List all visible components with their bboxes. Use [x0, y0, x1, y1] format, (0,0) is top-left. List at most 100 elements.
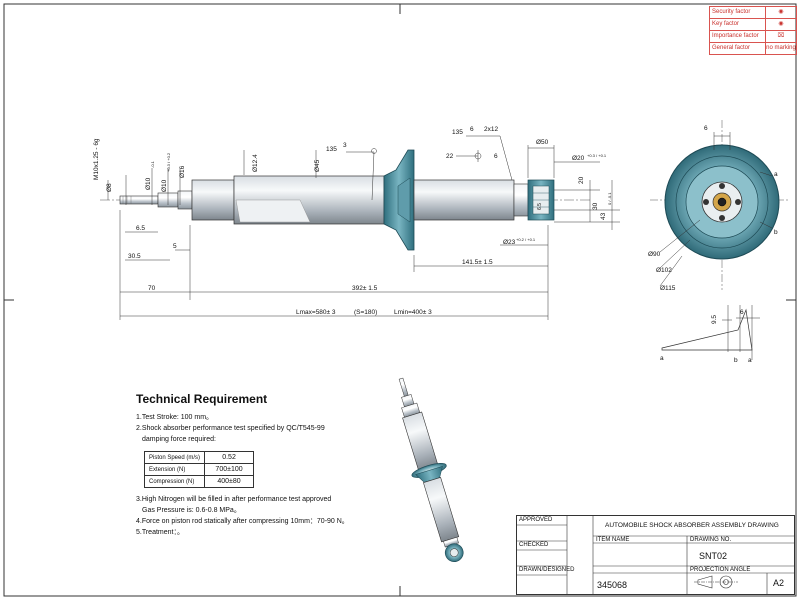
- detail-dim-95: 9.5: [711, 315, 718, 324]
- legend-row: Key factor ◉: [710, 19, 796, 31]
- cross-box-icon: ⌧: [777, 33, 785, 39]
- dim-d10b: Ø10: [161, 179, 168, 192]
- dim-lmax: Lmax=580± 3: [296, 309, 336, 316]
- sheet-border: [3, 3, 797, 597]
- title-block-grid: [517, 516, 794, 594]
- legend-label: Importance factor: [710, 31, 766, 42]
- symbol-6: 6: [470, 126, 474, 133]
- drawing-no-value: SNT02: [699, 551, 728, 561]
- dim-lmin: Lmin=400± 3: [394, 309, 432, 316]
- damping-table: Piston Speed (m/s) 0.52 Extension (N) 70…: [143, 451, 255, 488]
- detail-label-a2: a: [748, 357, 752, 364]
- legend-label: Key factor: [710, 19, 766, 30]
- detail-label-a1: a: [660, 355, 664, 362]
- dim-d45: Ø45: [314, 159, 321, 172]
- end-view: 6 a b Ø90 Ø102 Ø115: [648, 120, 790, 292]
- symbol-135a: 135: [326, 146, 337, 153]
- dim-d10: Ø10: [145, 177, 152, 190]
- table-row: Extension (N) 700±100: [143, 463, 255, 476]
- drawn-label: DRAWN/DESIGNED: [519, 567, 575, 573]
- dim-1415: 141.5± 1.5: [462, 259, 493, 266]
- no-marking-text: no marking: [766, 45, 796, 51]
- dim-d20: Ø20: [572, 155, 585, 162]
- dimension-lines: [107, 135, 620, 320]
- table-row: Piston Speed (m/s) 0.52: [143, 451, 255, 464]
- tech-line-2b: damping force required:: [142, 436, 216, 443]
- checked-label: CHECKED: [519, 542, 549, 548]
- seal-icon: ◉: [778, 9, 784, 15]
- weld-detail: 9.5 6 a b a: [660, 305, 760, 364]
- dimension-labels: M10x1.25 - 6g Ø8 Ø10 -0.1 Ø10 +0.3 / +0.…: [93, 126, 612, 316]
- side-view: [100, 149, 590, 251]
- symbol-3: 3: [343, 142, 347, 149]
- dim-65: 6.5: [136, 225, 145, 232]
- detail-label-b: b: [734, 357, 738, 364]
- dim-d23: Ø23: [503, 239, 516, 246]
- legend-row: Security factor ◉: [710, 7, 796, 19]
- legend-row: General factor no marking: [710, 43, 796, 54]
- seal-icon: ◉: [778, 21, 784, 27]
- part-number: 345068: [597, 580, 628, 590]
- dim-stroke: (S=180): [354, 309, 377, 316]
- detail-dim-6: 6: [740, 309, 744, 316]
- tech-line-5: 5.Treatment：。: [136, 529, 184, 536]
- legend-label: General factor: [710, 43, 766, 54]
- legend-row: Importance factor ⌧: [710, 31, 796, 43]
- table-cell-label: Piston Speed (m/s): [143, 451, 206, 464]
- table-cell-value: 0.52: [204, 451, 255, 464]
- projection-label: PROJECTION ANGLE: [690, 567, 751, 573]
- table-cell-value: 700±100: [204, 463, 255, 476]
- tech-title: Technical Requirement: [136, 392, 268, 406]
- technical-requirement: Technical Requirement 1.Test Stroke: 100…: [136, 392, 366, 538]
- dim-70: 70: [148, 285, 156, 292]
- tech-line-3: 3.High Nitrogen will be filled in after …: [136, 496, 332, 503]
- symbol-22: 22: [446, 153, 454, 160]
- thread-label: M10x1.25 - 6g: [93, 138, 100, 180]
- tech-line-1: 1.Test Stroke: 100 mm。: [136, 414, 214, 421]
- drawing-title: AUTOMOBILE SHOCK ABSORBER ASSEMBLY DRAWI…: [605, 522, 779, 529]
- end-dim-d102: Ø102: [656, 267, 672, 274]
- end-label-b: b: [774, 229, 778, 236]
- dim-d16: Ø16: [179, 165, 186, 178]
- title-block: APPROVED CHECKED DRAWN/DESIGNED AUTOMOBI…: [516, 515, 795, 595]
- dim-d8: Ø8: [106, 183, 113, 192]
- dim-d10b-tol: +0.3 / +0.2: [166, 152, 171, 172]
- legend-label: Security factor: [710, 7, 766, 18]
- symbol-135b: 135: [452, 129, 463, 136]
- end-label-a: a: [774, 171, 778, 178]
- dim-392: 392± 1.5: [352, 285, 378, 292]
- item-name-label: ITEM NAME: [596, 537, 630, 543]
- tech-line-3b: Gas Pressure is: 0.6-0.8 MPa。: [142, 507, 241, 514]
- dim-d23-tol: +0.2 / +0.1: [516, 237, 536, 242]
- factor-legend: Security factor ◉ Key factor ◉ Importanc…: [709, 6, 797, 55]
- dim-30: 30: [592, 202, 599, 210]
- end-dim-6: 6: [704, 125, 708, 132]
- dim-43-tol: 0 / -0.1: [607, 192, 612, 205]
- dim-305: 30.5: [128, 253, 141, 260]
- dim-65-bracket: 6.5: [537, 203, 543, 210]
- dim-43: 43: [600, 212, 607, 220]
- dim-20: 20: [578, 176, 585, 184]
- dim-d20-tol: +0.3 / +0.1: [587, 153, 607, 158]
- tech-line-2: 2.Shock absorber performance test specif…: [136, 425, 325, 432]
- symbol-2x12: 2x12: [484, 126, 498, 133]
- table-cell-label: Extension (N): [143, 463, 206, 476]
- dim-d10-tol: -0.1: [150, 160, 155, 168]
- tech-line-4: 4.Force on piston rod statically after c…: [136, 518, 349, 525]
- approved-label: APPROVED: [519, 517, 553, 523]
- table-cell-value: 400±80: [204, 475, 255, 488]
- drawing-no-label: DRAWING NO.: [690, 537, 732, 543]
- sheet-size: A2: [773, 578, 785, 588]
- end-dim-d90: Ø90: [648, 251, 661, 258]
- symbol-6b: 6: [494, 153, 498, 160]
- table-cell-label: Compression (N): [143, 475, 206, 488]
- dim-d124: Ø12.4: [252, 154, 259, 172]
- table-row: Compression (N) 400±80: [143, 475, 255, 488]
- dim-5: 5: [173, 243, 177, 250]
- dim-d50: Ø50: [536, 139, 549, 146]
- projection-symbol: [694, 575, 738, 589]
- end-dim-d115: Ø115: [660, 285, 676, 292]
- iso-view: [398, 377, 464, 562]
